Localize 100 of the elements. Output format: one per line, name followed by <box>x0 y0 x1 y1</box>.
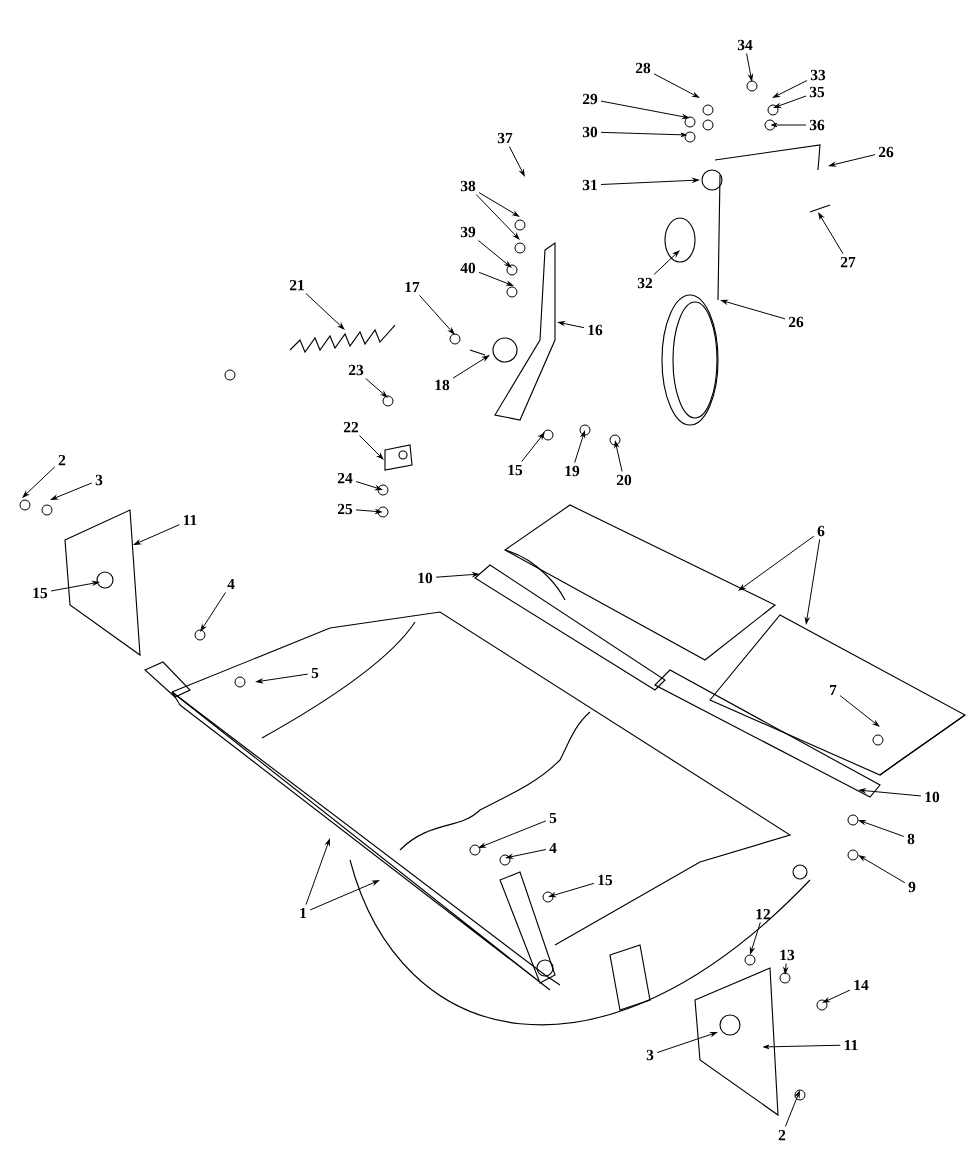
leader-line <box>521 432 545 462</box>
leader-line <box>839 695 880 727</box>
leader-line <box>419 294 455 335</box>
leader-line <box>614 441 623 472</box>
leader-line <box>738 535 815 591</box>
leader-line <box>859 788 922 797</box>
leader-line <box>600 178 699 185</box>
leader-line <box>783 963 788 974</box>
callout-number: 38 <box>460 180 476 192</box>
callout-number: 7 <box>830 684 837 696</box>
callout-number: 23 <box>348 364 364 376</box>
callout-number: 19 <box>565 465 580 477</box>
leader-line <box>355 509 382 514</box>
leader-line <box>549 882 595 898</box>
leader-line <box>721 299 786 320</box>
callout-number: 5 <box>311 667 319 679</box>
callout-number: 26 <box>788 316 804 328</box>
callout-number: 36 <box>809 119 825 131</box>
callout-number: 22 <box>343 421 359 433</box>
leader-line <box>305 839 330 906</box>
leader-line <box>50 581 99 592</box>
leader-line <box>478 192 520 217</box>
callout-number: 4 <box>549 842 557 854</box>
leader-line <box>829 154 876 167</box>
leader-line <box>749 921 761 954</box>
callout-number: 16 <box>588 324 603 336</box>
leader-line <box>50 482 93 500</box>
callout-number: 3 <box>646 1049 654 1061</box>
callout-number: 34 <box>737 39 753 51</box>
leader-line <box>600 100 689 119</box>
leader-line <box>763 1044 841 1050</box>
callout-number: 15 <box>598 874 613 886</box>
leader-line <box>746 53 753 81</box>
leader-line <box>653 73 700 98</box>
leader-line <box>133 524 180 545</box>
callout-number: 37 <box>497 132 513 144</box>
leader-line <box>435 572 479 578</box>
callout-number: 40 <box>460 262 476 274</box>
callout-number: 35 <box>809 86 825 98</box>
callout-number: 20 <box>616 474 632 486</box>
callout-number: 3 <box>95 474 103 486</box>
leader-line <box>22 466 56 498</box>
callout-number: 31 <box>582 179 597 191</box>
leader-line <box>475 194 520 240</box>
callout-number: 32 <box>637 277 653 289</box>
callout-number: 17 <box>405 281 420 293</box>
leader-line <box>772 80 808 98</box>
callout-number: 13 <box>780 949 795 961</box>
leader-line <box>358 434 384 460</box>
callout-number: 25 <box>337 503 353 515</box>
callout-number: 15 <box>508 464 523 476</box>
callout-number: 1 <box>300 907 307 919</box>
callout-number: 24 <box>337 472 353 484</box>
callout-number: 26 <box>878 146 894 158</box>
leader-line <box>506 849 547 859</box>
leader-line <box>477 240 512 268</box>
callout-number: 15 <box>33 587 48 599</box>
callout-number: 14 <box>854 979 869 991</box>
leader-line <box>305 292 345 330</box>
callout-number: 10 <box>418 572 433 584</box>
leader-line <box>574 431 586 463</box>
leader-line <box>309 880 380 911</box>
leader-line <box>355 481 382 491</box>
leader-line <box>771 122 807 128</box>
leader-line <box>200 591 227 632</box>
callout-number: 2 <box>58 454 66 466</box>
callout-number: 10 <box>925 791 940 803</box>
leader-line <box>256 673 309 684</box>
leader-line <box>858 855 906 884</box>
callout-number: 33 <box>810 69 826 81</box>
leader-line <box>508 146 525 177</box>
callout-number: 39 <box>460 226 476 238</box>
leader-line <box>653 250 680 275</box>
leader-line <box>656 1032 717 1054</box>
callout-number: 8 <box>907 833 915 845</box>
callout-number: 27 <box>840 256 856 268</box>
callout-number: 29 <box>582 93 598 105</box>
callout-number: 11 <box>183 514 197 526</box>
leader-line <box>452 355 490 379</box>
callout-number: 4 <box>227 578 235 590</box>
leader-line <box>818 212 844 255</box>
leader-line <box>478 271 514 286</box>
leader-line <box>804 539 821 624</box>
leader-line <box>858 820 905 837</box>
leader-line <box>558 321 585 329</box>
leader-line <box>784 1090 800 1128</box>
leader-line <box>822 989 851 1003</box>
leader-line <box>773 95 807 108</box>
callout-number: 9 <box>908 881 916 893</box>
callout-number: 5 <box>549 812 557 824</box>
leader-line <box>600 131 687 138</box>
leader-line <box>365 378 388 398</box>
callout-number: 6 <box>817 525 825 537</box>
callout-number: 21 <box>289 279 304 291</box>
callout-number: 18 <box>435 379 450 391</box>
leader-line <box>478 820 547 848</box>
callout-number: 30 <box>582 126 598 138</box>
callout-number: 28 <box>635 62 651 74</box>
callout-number: 11 <box>844 1039 858 1051</box>
callout-number: 2 <box>778 1129 786 1141</box>
